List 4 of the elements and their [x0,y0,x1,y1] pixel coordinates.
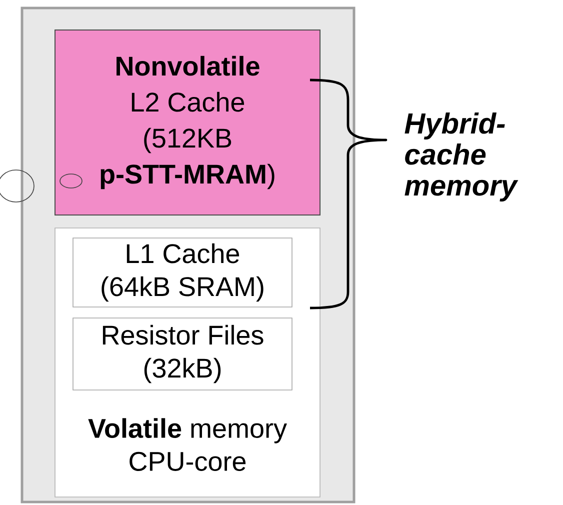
memory-box: L1 Cache (64kB SRAM) [72,238,292,308]
cache-box: Nonvolatile L2 Cache (512KB p-STT-MRAM) [54,30,320,216]
brace-label: Hybrid-cache memory [404,112,518,202]
memory-box: Resistor Files (32kB) [72,318,292,390]
